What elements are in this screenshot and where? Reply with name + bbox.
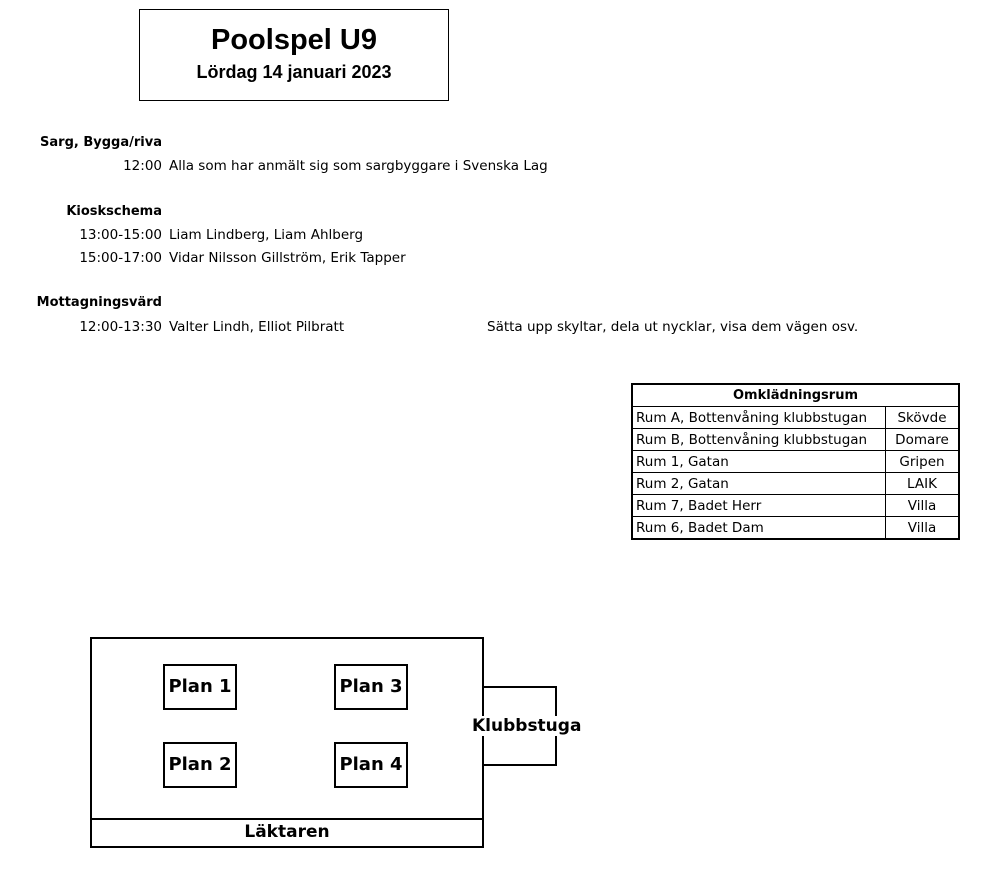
room-cell: Rum 1, Gatan	[631, 450, 886, 473]
room-cell: Rum 6, Badet Dam	[631, 516, 886, 540]
table-row: Rum 7, Badet Herr Villa	[631, 494, 960, 517]
plan-4: Plan 4	[334, 742, 408, 788]
schedule-time: 12:00-13:30	[79, 319, 162, 335]
table-row: Rum 1, Gatan Gripen	[631, 450, 960, 473]
plan-3: Plan 3	[334, 664, 408, 710]
clubhouse-label: Klubbstuga	[471, 716, 583, 736]
schedule-text: Liam Lindberg, Liam Ahlberg	[169, 227, 364, 243]
table-heading: Omklädningsrum	[631, 383, 960, 407]
room-cell: Rum A, Bottenvåning klubbstugan	[631, 406, 886, 429]
team-cell: Villa	[885, 494, 960, 517]
changing-rooms-table: Omklädningsrum Rum A, Bottenvåning klubb…	[631, 383, 960, 540]
schedule-time: 12:00	[123, 158, 162, 174]
team-cell: Domare	[885, 428, 960, 451]
schedule-text: Valter Lindh, Elliot Pilbratt	[169, 319, 345, 335]
team-cell: Villa	[885, 516, 960, 540]
stands-divider	[90, 818, 484, 820]
team-cell: Skövde	[885, 406, 960, 429]
schedule-text: Vidar Nilsson Gillström, Erik Tapper	[169, 250, 406, 266]
table-row: Rum 6, Badet Dam Villa	[631, 516, 960, 540]
stands-label: Läktaren	[244, 822, 330, 842]
schedule-time: 15:00-17:00	[79, 250, 162, 266]
room-cell: Rum 2, Gatan	[631, 472, 886, 495]
event-date: Lördag 14 januari 2023	[196, 62, 392, 82]
title-box: Poolspel U9 Lördag 14 januari 2023	[139, 9, 449, 101]
plan-2: Plan 2	[163, 742, 237, 788]
page-title: Poolspel U9	[211, 24, 377, 56]
team-cell: LAIK	[885, 472, 960, 495]
venue-map	[90, 637, 484, 848]
schedule-time: 13:00-15:00	[79, 227, 162, 243]
section-heading-sarg: Sarg, Bygga/riva	[40, 135, 162, 150]
team-cell: Gripen	[885, 450, 960, 473]
room-cell: Rum 7, Badet Herr	[631, 494, 886, 517]
section-heading-kiosk: Kioskschema	[66, 204, 162, 219]
schedule-note: Sätta upp skyltar, dela ut nycklar, visa…	[487, 319, 859, 335]
table-row: Rum B, Bottenvåning klubbstugan Domare	[631, 428, 960, 451]
plan-1: Plan 1	[163, 664, 237, 710]
schedule-text: Alla som har anmält sig som sargbyggare …	[169, 158, 548, 174]
table-row: Rum 2, Gatan LAIK	[631, 472, 960, 495]
table-row: Rum A, Bottenvåning klubbstugan Skövde	[631, 406, 960, 429]
section-heading-mottagning: Mottagningsvärd	[36, 295, 162, 310]
table-header-row: Omklädningsrum	[631, 383, 960, 407]
room-cell: Rum B, Bottenvåning klubbstugan	[631, 428, 886, 451]
